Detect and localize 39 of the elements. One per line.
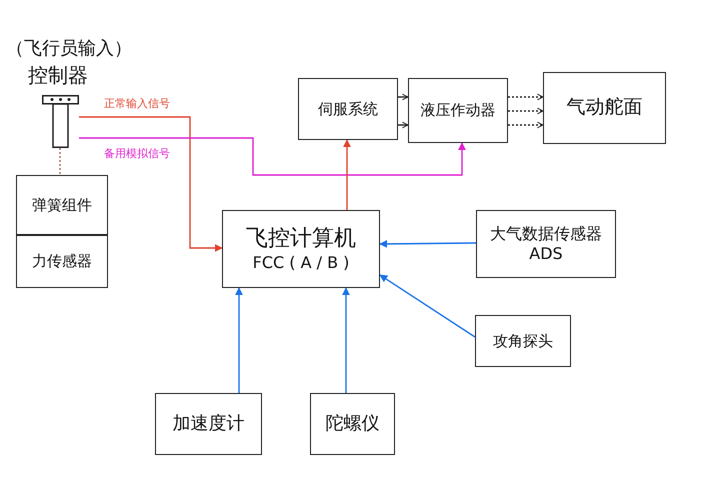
box-label: 气动舵面	[566, 96, 642, 120]
box-label: 飞控计算机	[246, 225, 356, 253]
arrow	[342, 287, 350, 393]
box-label: 力传感器	[32, 252, 92, 271]
arrow	[508, 94, 544, 100]
control-stick-drawing	[42, 95, 79, 148]
box-label: 陀螺仪	[326, 412, 380, 436]
box-label: 弹簧组件	[32, 196, 92, 214]
process-box	[16, 175, 108, 235]
dotted-line	[59, 148, 61, 175]
arrow	[398, 122, 408, 128]
process-box	[155, 393, 262, 455]
process-box	[476, 210, 616, 278]
box-label: 液压作动器	[420, 101, 496, 120]
process-box	[16, 235, 108, 288]
edge-label: 备用模拟信号	[104, 146, 170, 161]
box-label: 攻角探头	[493, 332, 553, 350]
edge-label: 正常输入信号	[104, 96, 170, 111]
process-box	[475, 315, 571, 367]
arrow	[79, 137, 466, 176]
arrow	[79, 116, 223, 252]
arrow	[235, 287, 243, 393]
box-subtitle: FCC ( A / B )	[252, 252, 350, 273]
box-label: 大气数据传感器 ADS	[489, 224, 603, 264]
box-label: 加速度计	[172, 412, 244, 436]
heading-text: （飞行员输入）	[6, 37, 132, 60]
arrow	[508, 108, 544, 114]
process-box	[543, 72, 666, 144]
process-box	[298, 78, 398, 140]
heading-text: 控制器	[28, 62, 88, 89]
arrow	[343, 139, 351, 210]
process-box	[408, 78, 508, 143]
box-label: 伺服系统	[318, 100, 378, 118]
arrow	[398, 94, 408, 100]
process-box	[222, 210, 380, 288]
arrow	[379, 240, 476, 248]
arrow	[379, 274, 476, 338]
process-box	[310, 393, 395, 455]
arrow	[508, 122, 544, 128]
